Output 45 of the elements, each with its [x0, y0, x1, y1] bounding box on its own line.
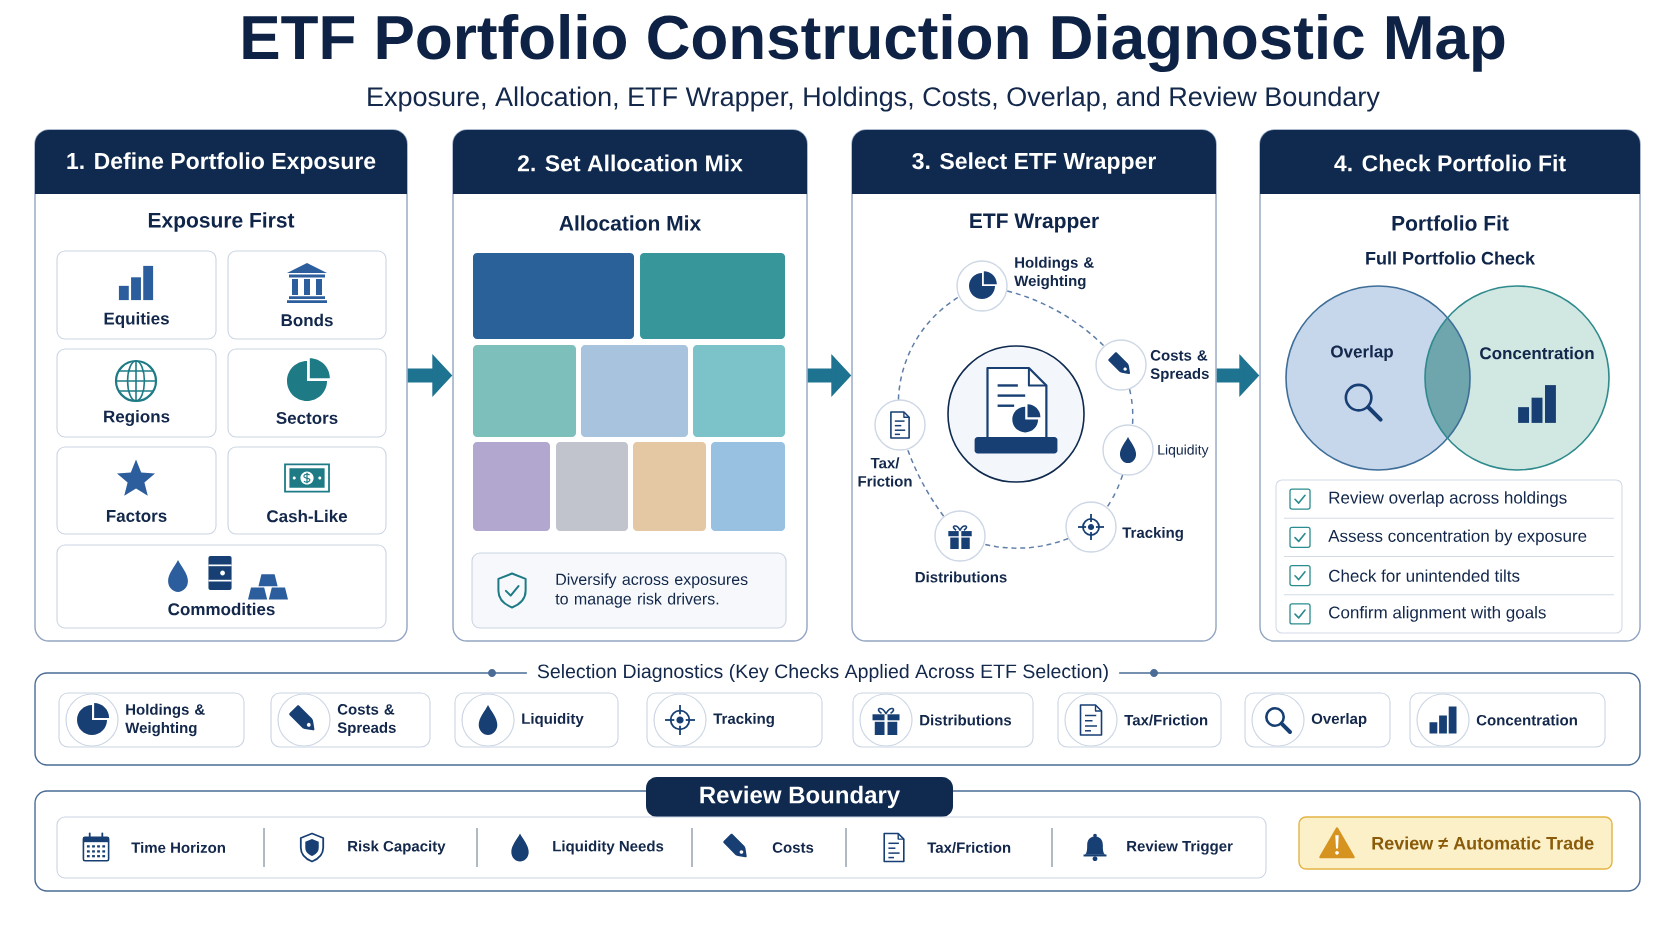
dashed-arc — [1006, 290, 1105, 347]
boundary-tab: Review Boundary — [646, 777, 953, 817]
warning-box: Review ≠ Automatic Trade — [1298, 816, 1613, 870]
subtitle: Exposure, Allocation, ETF Wrapper, Holdings, Costs, Overlap, and Review Boundary — [368, 86, 1380, 112]
panel-header: 1. Define Portfolio Exposure — [35, 130, 407, 194]
boundary-item: Review Trigger — [1127, 840, 1233, 855]
circle-label: Holdings & Weighting — [1014, 256, 1094, 290]
dashed-arc — [983, 537, 1069, 549]
exposure-tile: Bonds — [227, 250, 387, 340]
band-heading: Selection Diagnostics (Key Checks Applied Across ETF Selection) — [526, 660, 1120, 686]
circle-label: Tracking — [1122, 526, 1183, 542]
boundary-item: Risk Capacity — [348, 840, 446, 855]
dashed-arc — [1106, 474, 1124, 508]
dashed-arc — [906, 448, 945, 518]
boundary-item: Time Horizon — [131, 842, 225, 853]
checklist-item: Review overlap across holdings — [1329, 491, 1567, 508]
checklist-item: Check for unintended tilts — [1329, 569, 1520, 582]
boundary-item: Tax/Friction — [927, 841, 1011, 854]
panel-subheading: Allocation Mix — [559, 215, 702, 231]
panel-subheading: Exposure First — [148, 212, 295, 232]
boundary-item: Costs — [772, 842, 814, 853]
panel-subheading: Full Portfolio Check — [1366, 251, 1536, 265]
panel-header: 2. Set Allocation Mix — [453, 130, 807, 194]
exposure-tile: Equities — [56, 250, 217, 340]
note-box: Diversify across exposures to manage risk drivers. — [471, 552, 787, 629]
circle-label: Tax/ Friction — [858, 457, 912, 487]
circle-label: Liquidity — [1158, 444, 1209, 458]
title: ETF Portfolio Construction Diagnostic Map — [243, 13, 1505, 73]
dashed-arc — [1128, 388, 1134, 426]
exposure-tile: Sectors — [227, 348, 387, 438]
exposure-tile: Cash-Like — [227, 446, 387, 535]
exposure-tile: Commodities — [56, 544, 387, 629]
panel-subheading: Portfolio Fit — [1392, 215, 1509, 231]
panel-header: 4. Check Portfolio Fit — [1260, 130, 1640, 194]
exposure-tile: Regions — [56, 348, 217, 438]
panel-header: 3. Select ETF Wrapper — [852, 130, 1216, 194]
checklist-item: Confirm alignment with goals — [1329, 605, 1546, 622]
boundary-item: Liquidity Needs — [553, 840, 664, 855]
exposure-tile: Factors — [56, 446, 217, 535]
checklist-item: Assess concentration by exposure — [1328, 529, 1587, 546]
circle-label: Distributions — [915, 571, 1007, 583]
document-chart-icon — [947, 345, 1085, 483]
panel-subheading: ETF Wrapper — [970, 213, 1099, 233]
circle-label: Costs & Spreads — [1150, 350, 1209, 382]
dashed-arc — [897, 296, 960, 401]
